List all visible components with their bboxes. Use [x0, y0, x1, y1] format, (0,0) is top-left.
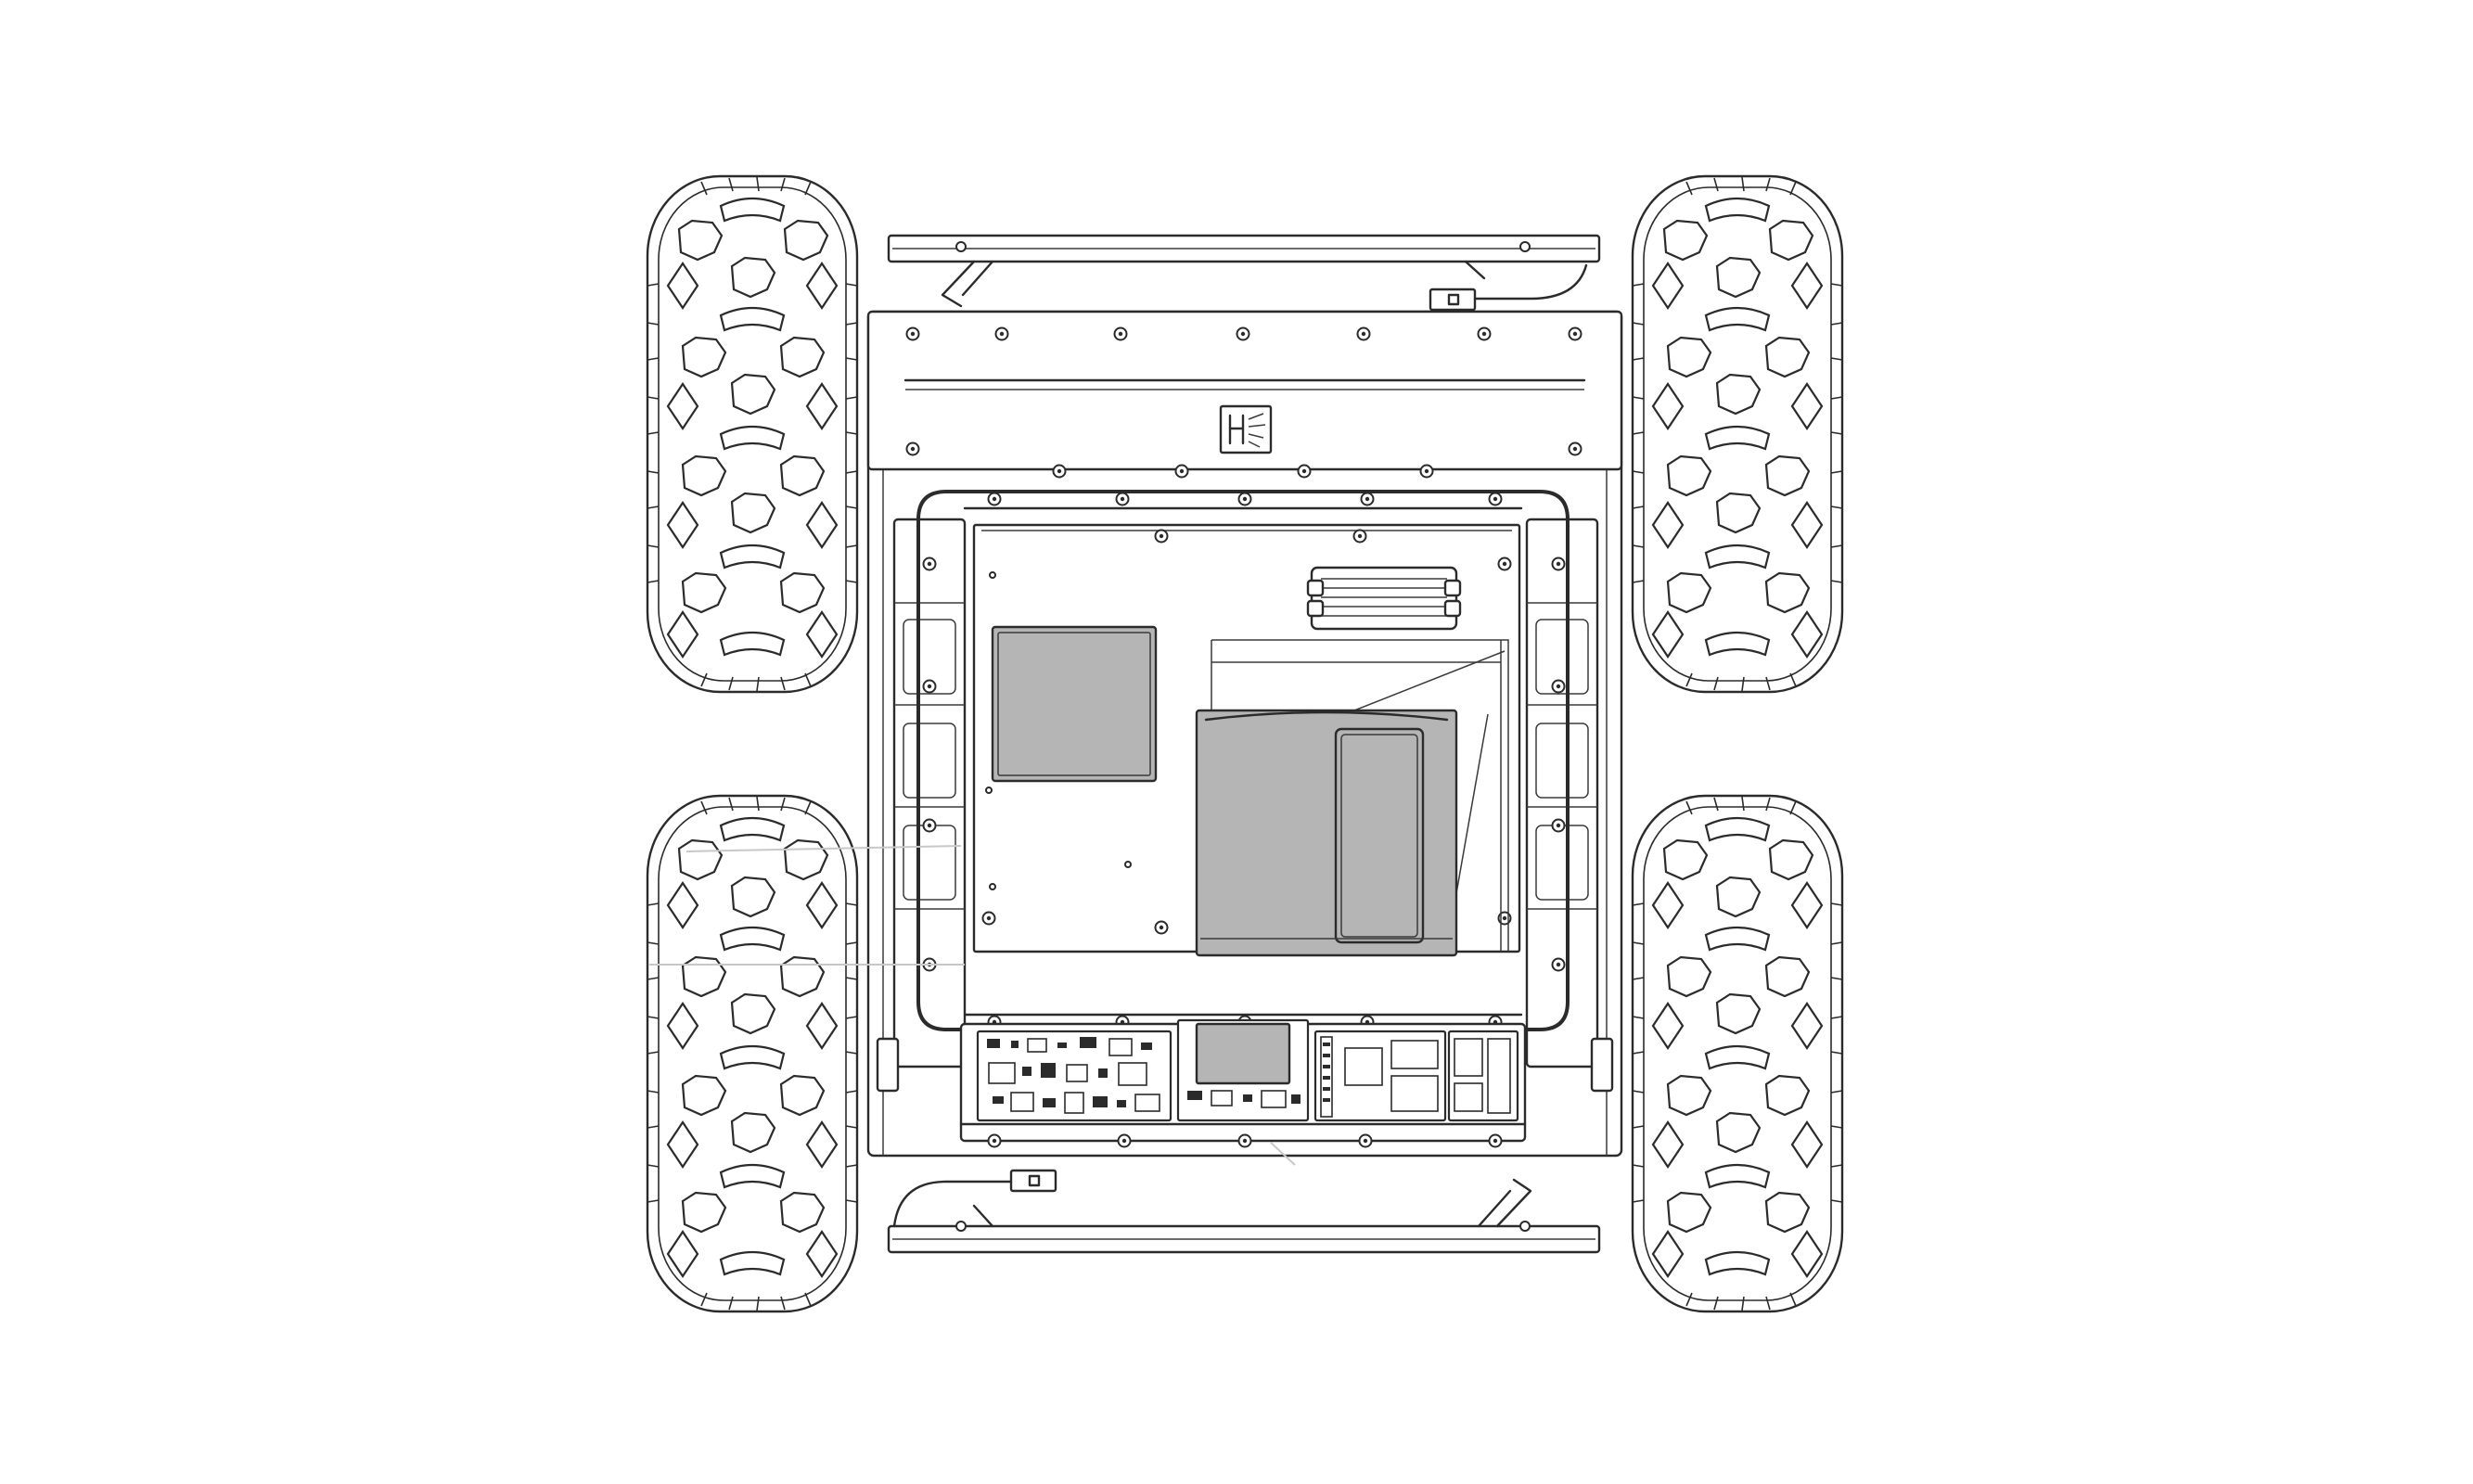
husarion-logo	[1219, 404, 1273, 454]
heat-sink	[1306, 566, 1462, 631]
front-bumper	[887, 234, 1601, 312]
battery-pack	[1195, 709, 1458, 957]
front-right-wheel	[1633, 176, 1842, 692]
rear-left-wheel	[647, 796, 857, 1311]
rear-right-wheel	[1633, 796, 1842, 1311]
construction-lines	[649, 845, 1296, 1166]
rear-bumper	[887, 1169, 1601, 1254]
front-left-wheel	[647, 176, 857, 692]
computer-module	[991, 625, 1158, 783]
chassis-top-plate	[866, 310, 1623, 479]
controller-boards	[959, 1018, 1527, 1148]
